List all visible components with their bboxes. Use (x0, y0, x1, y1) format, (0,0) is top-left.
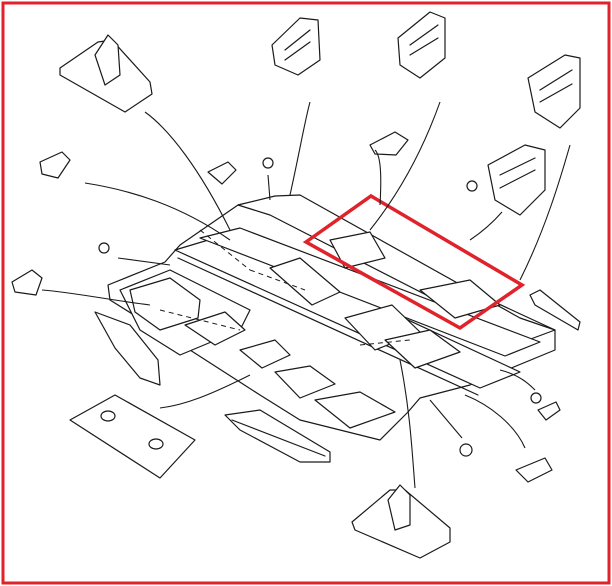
right-rail (529, 289, 581, 331)
small-fasteners (11, 131, 561, 483)
leader-arrows (41, 101, 571, 489)
clip-bottom (351, 484, 451, 559)
clip-bracket-top-left (59, 34, 153, 113)
clip-mid-right (487, 144, 546, 216)
clip-top-2 (271, 17, 321, 76)
floor-pads (129, 231, 501, 429)
front-cover-plate (69, 394, 196, 479)
highlight-box (302, 193, 526, 331)
leader-lines-dashed (159, 229, 411, 346)
clip-top-3 (397, 11, 446, 79)
clip-top-right (527, 54, 581, 129)
